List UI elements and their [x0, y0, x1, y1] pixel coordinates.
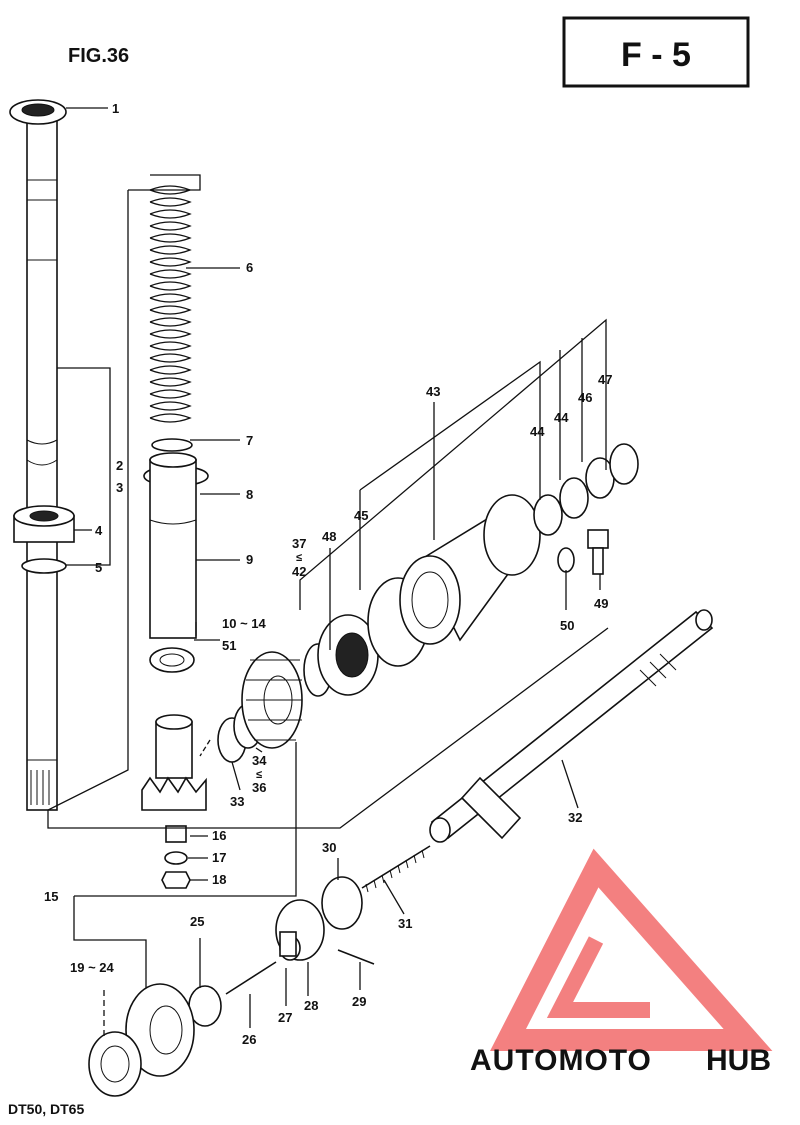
ring-30 [321, 876, 363, 930]
callout-7: 7 [246, 433, 253, 448]
callout-4: 4 [95, 523, 103, 538]
callout-25: 25 [190, 914, 204, 929]
callout-42: 42 [292, 564, 306, 579]
logo-inner-mark [546, 936, 650, 1018]
models-label: DT50, DT65 [8, 1101, 84, 1117]
callout-46: 46 [578, 390, 592, 405]
callout-44-b: 44 [554, 410, 569, 425]
bearing-37 [317, 614, 379, 696]
callout-26: 26 [242, 1032, 256, 1047]
page-code: F - 5 [621, 36, 691, 74]
watermark-text-2: HUB [706, 1044, 771, 1077]
callout-37: 37 [292, 536, 306, 551]
spring-31 [361, 845, 431, 893]
callout-6: 6 [246, 260, 253, 275]
callout-labels: 1 2 3 4 5 6 7 8 9 10 ~ 14 51 15 16 17 18… [44, 101, 612, 1047]
watermark-logo [490, 848, 773, 1051]
spacer-16 [165, 825, 187, 843]
pinion-gear [141, 714, 207, 811]
callout-30: 30 [322, 840, 336, 855]
callout-34: 34 [252, 753, 267, 768]
callout-10-14: 10 ~ 14 [222, 616, 267, 631]
callout-9: 9 [246, 552, 253, 567]
spring-6 [149, 185, 192, 423]
callout-31: 31 [398, 916, 412, 931]
callout-43: 43 [426, 384, 440, 399]
washer-50 [557, 547, 575, 573]
callout-44-a: 44 [530, 424, 545, 439]
tube-9 [149, 452, 197, 639]
nut-18 [161, 871, 191, 889]
callout-49: 49 [594, 596, 608, 611]
callout-17: 17 [212, 850, 226, 865]
callout-2: 2 [116, 458, 123, 473]
callout-15: 15 [44, 889, 58, 904]
washer-17 [164, 851, 188, 865]
drive-shaft [26, 119, 58, 811]
callout-8: 8 [246, 487, 253, 502]
page-code-box [562, 16, 750, 88]
bolt-49 [587, 529, 609, 575]
callout-29: 29 [352, 994, 366, 1009]
bearing-44 [533, 477, 589, 536]
reverse-gear [88, 983, 195, 1097]
logo-triangle [490, 848, 773, 1051]
callout-27: 27 [278, 1010, 292, 1025]
propeller-shaft [429, 609, 714, 843]
callout-36: 36 [252, 780, 266, 795]
callout-18: 18 [212, 872, 226, 887]
callout-47: 47 [598, 372, 612, 387]
leader-lines [47, 107, 609, 1038]
push-rod-26 [225, 961, 277, 995]
callout-28: 28 [304, 998, 318, 1013]
callout-32: 32 [568, 810, 582, 825]
gear-housing-43 [399, 494, 542, 645]
oil-seal-1 [9, 99, 67, 125]
callout-19-24: 19 ~ 24 [70, 960, 115, 975]
callout-45: 45 [354, 508, 368, 523]
bearing-4 [13, 505, 75, 543]
callout-34-sep: ≤ [256, 769, 262, 781]
forward-gear [241, 651, 303, 749]
callout-1: 1 [112, 101, 119, 116]
callout-16: 16 [212, 828, 226, 843]
callout-3: 3 [116, 480, 123, 495]
callout-37-sep: ≤ [296, 552, 302, 564]
circlip-47 [609, 443, 639, 485]
washer-51 [149, 647, 195, 673]
figure-label: FIG.36 [68, 45, 129, 67]
pin-29 [337, 949, 375, 965]
callout-5: 5 [95, 560, 102, 575]
callout-51: 51 [222, 638, 236, 653]
washer-5 [21, 558, 67, 574]
callout-50: 50 [560, 618, 574, 633]
clutch-28 [275, 899, 325, 961]
callout-48: 48 [322, 529, 336, 544]
ring-7 [151, 438, 193, 452]
watermark-text-1: AUTOMOTO [470, 1044, 652, 1077]
callout-33: 33 [230, 794, 244, 809]
